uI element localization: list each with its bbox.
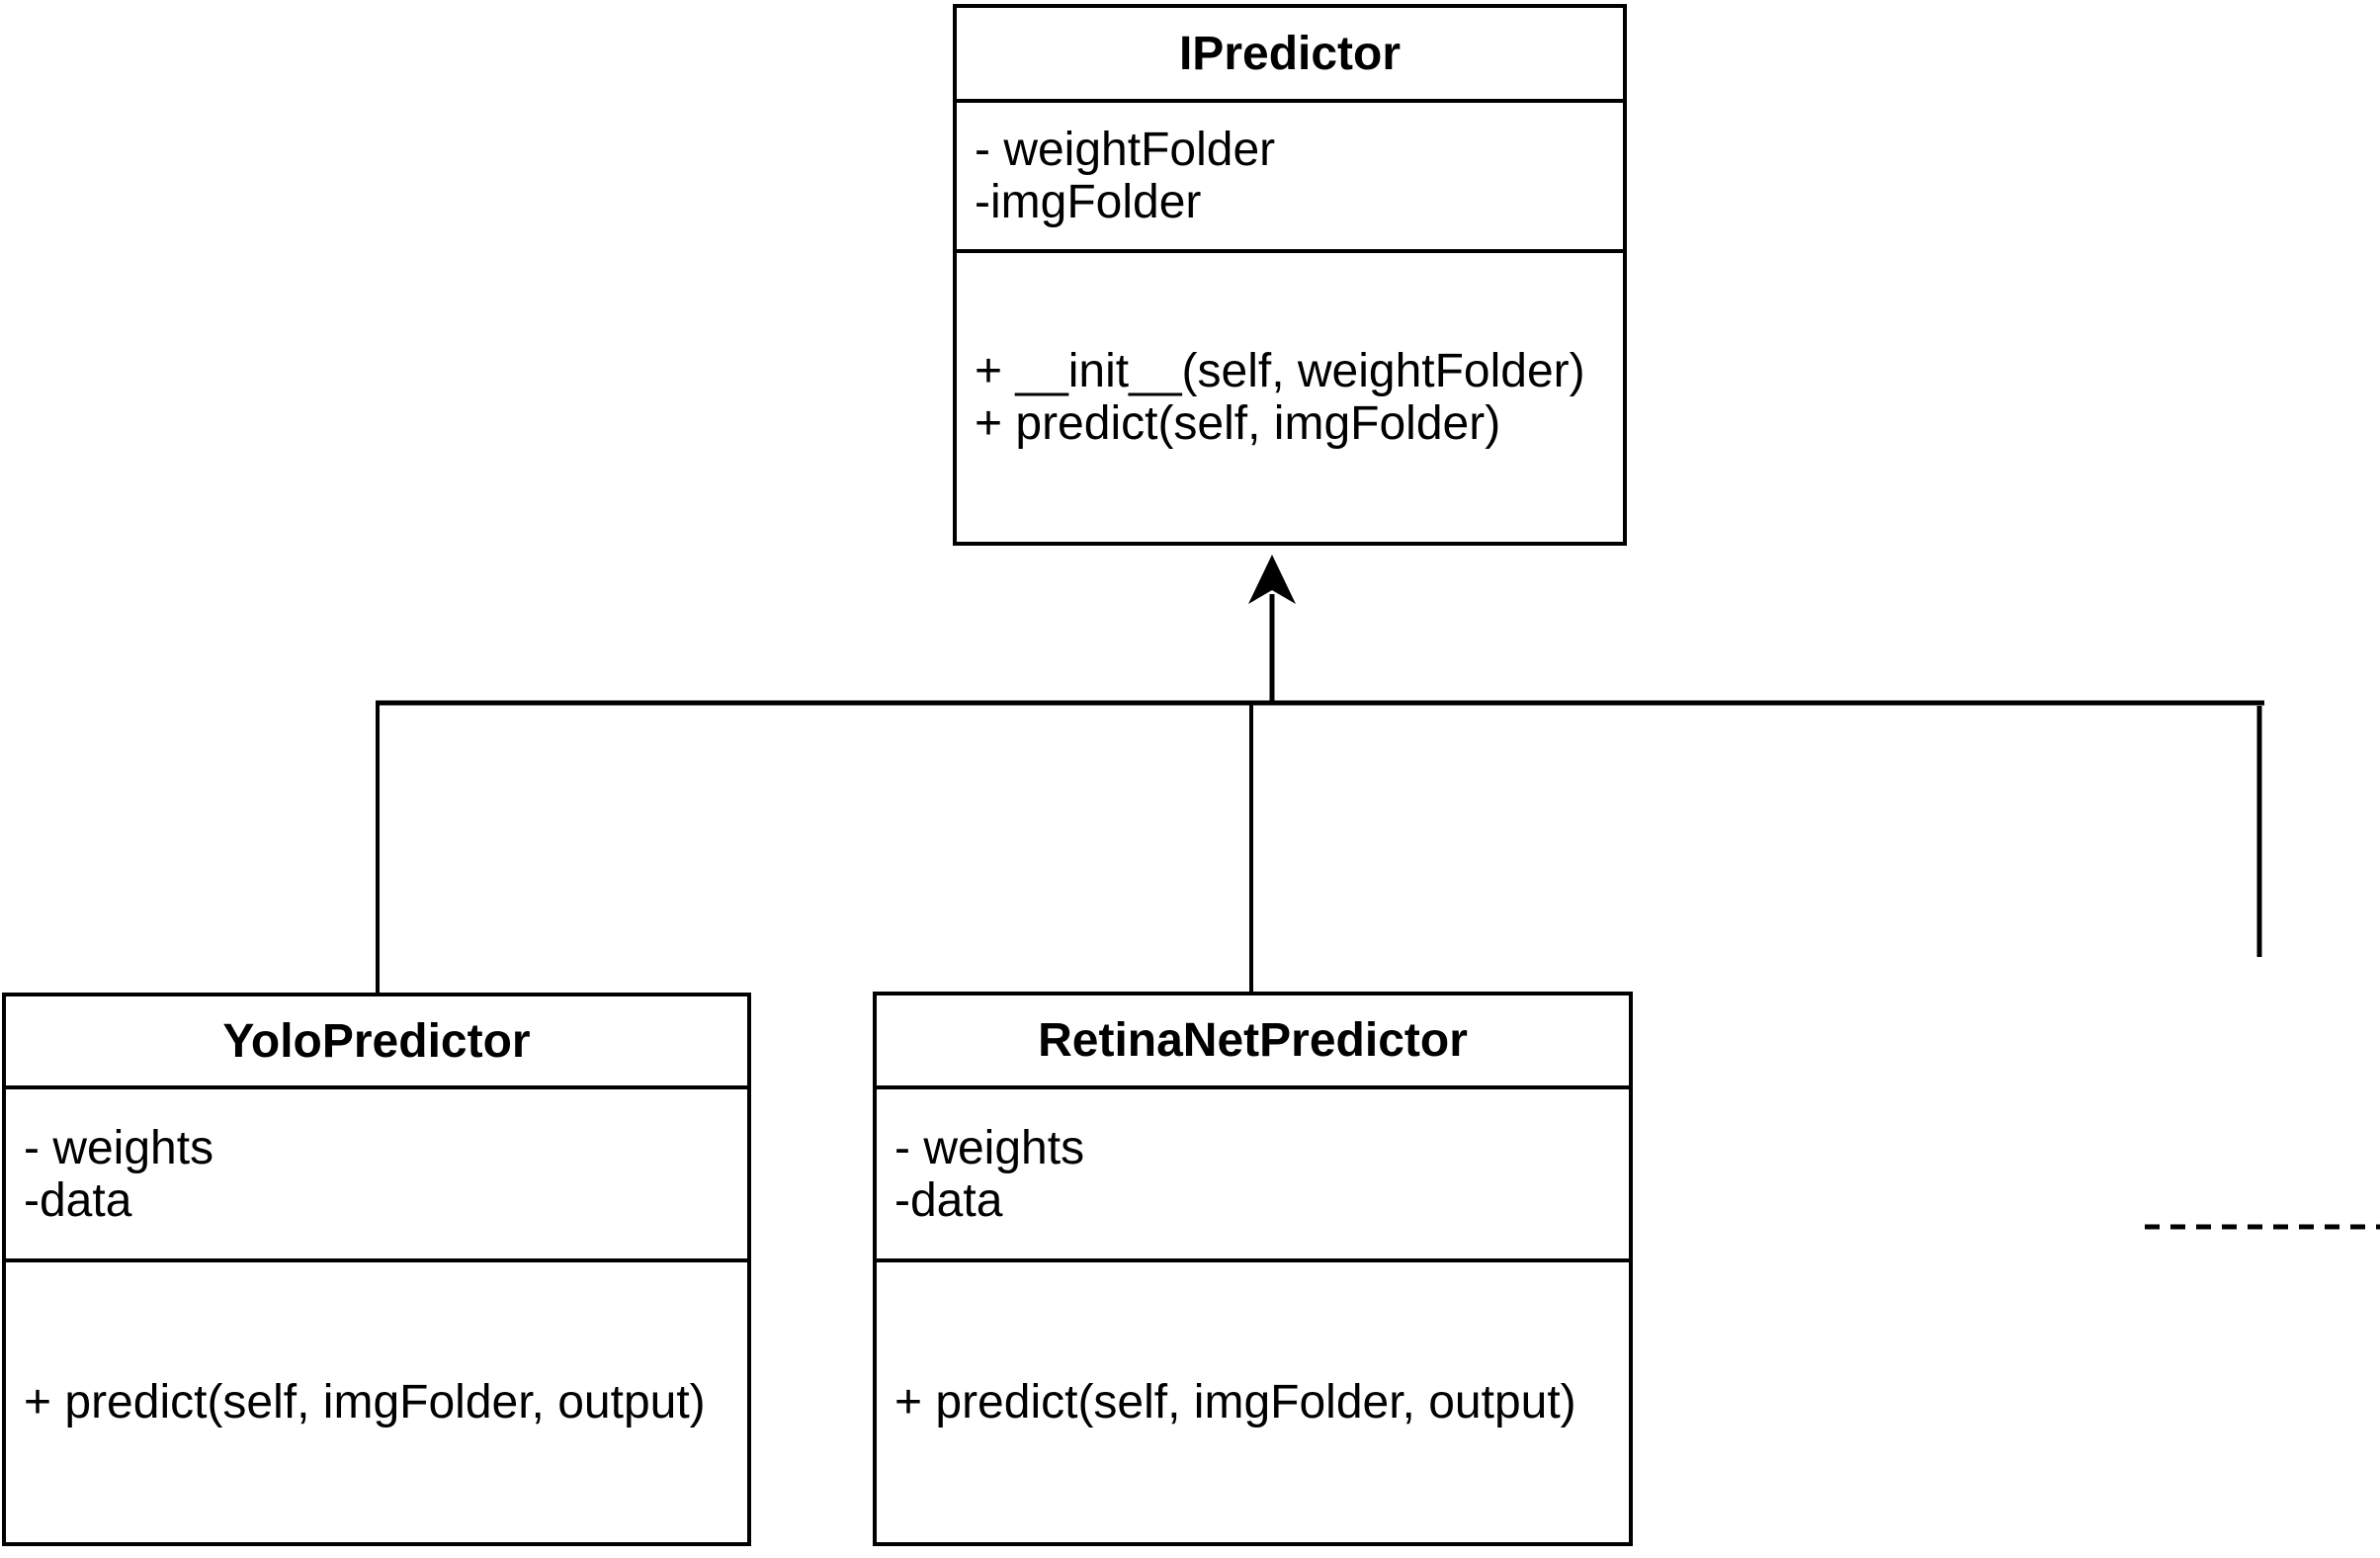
attribute-line: - weights [894,1121,1085,1174]
class-attributes: - weightFolder -imgFolder [957,103,1623,253]
method-line: + predict(self, imgFolder, output) [24,1376,706,1428]
method-line: + predict(self, imgFolder) [975,397,1501,450]
attribute-line: -data [24,1173,132,1227]
class-methods: + predict(self, imgFolder, output) [877,1262,1629,1542]
class-methods: + predict(self, imgFolder, output) [6,1262,747,1542]
class-attributes: - weights -data [877,1089,1629,1262]
class-attributes: - weights -data [6,1089,747,1262]
inheritance-arrowhead-icon [1248,555,1296,604]
class-box-ipredictor: IPredictor - weightFolder -imgFolder + _… [953,4,1627,546]
method-line: + __init__(self, weightFolder) [975,345,1585,397]
class-box-retinanetpredictor: RetinaNetPredictor - weights -data + pre… [873,992,1633,1546]
class-title: RetinaNetPredictor [877,995,1629,1089]
attribute-line: -data [894,1173,1003,1227]
attribute-line: -imgFolder [975,176,1202,228]
attribute-line: - weightFolder [975,124,1276,176]
method-line: + predict(self, imgFolder, output) [894,1376,1576,1428]
class-methods: + __init__(self, weightFolder) + predict… [957,253,1623,542]
attribute-line: - weights [24,1121,214,1174]
class-title: IPredictor [957,8,1623,103]
class-box-yolopredictor: YoloPredictor - weights -data + predict(… [2,993,751,1546]
class-title: YoloPredictor [6,996,747,1089]
